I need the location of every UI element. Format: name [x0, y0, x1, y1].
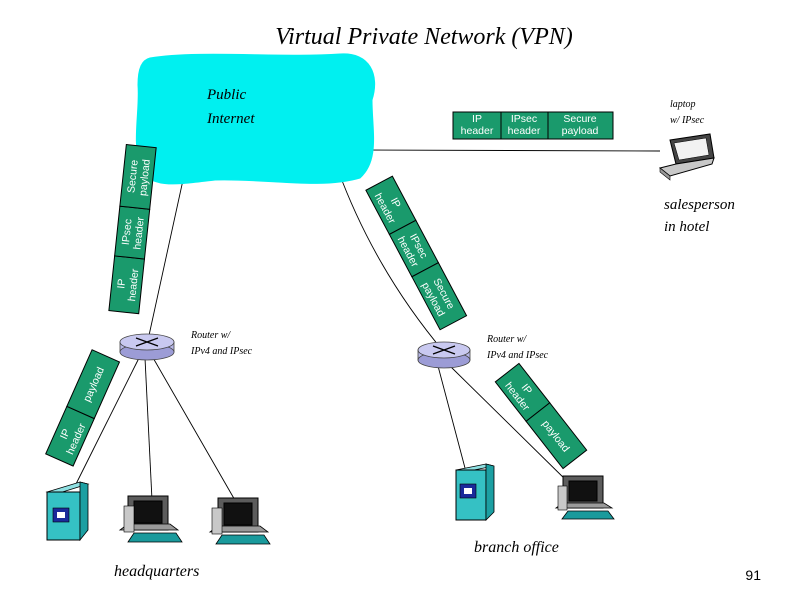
packet-top-ip-text1: IP: [472, 113, 482, 125]
link-branch-router-server: [437, 365, 466, 469]
packet-hq-secure-text1: Secure: [125, 159, 140, 194]
packet-hq-local-ip-text1: IP: [58, 427, 73, 441]
link-cloud-branch-router: [337, 169, 445, 353]
public-internet-cloud: Public Internet: [135, 53, 376, 185]
branch-office-label: branch office: [474, 539, 559, 556]
branch-server-icon: [455, 463, 495, 521]
packet-hq-secure-text2: payload: [137, 159, 153, 197]
link-hq-router-pc2: [151, 355, 237, 503]
packet-hq-ip-text2: header: [126, 268, 141, 302]
packet-top-encrypted: IP header IPsec header Secure payload: [452, 111, 614, 140]
packet-top-ipsec-header: [500, 111, 549, 140]
packet-hq-plain: IP header payload: [45, 349, 121, 467]
router-branch-label-line2: IPv4 and IPsec: [486, 350, 549, 361]
link-hq-router-server: [73, 355, 141, 489]
hq-workstation-2-icon: [208, 497, 271, 545]
cloud-label-line2: Internet: [206, 111, 255, 127]
hq-workstation-1-icon: [118, 495, 183, 543]
router-hq-label-line1: Router w/: [190, 330, 231, 341]
packet-top-secure-payload: [547, 111, 614, 140]
router-hq-icon: [119, 333, 175, 361]
network-links: [73, 147, 661, 503]
branch-workstation-icon: [554, 475, 615, 520]
packet-hq-ip-text1: IP: [115, 278, 128, 289]
salesperson-label-line1: salesperson: [664, 197, 735, 213]
packet-branch-local-payload: [525, 402, 588, 470]
packet-branch-secure-payload: [411, 262, 468, 331]
router-branch-label-line1: Router w/: [486, 334, 527, 345]
laptop-icon: [658, 133, 715, 181]
router-hq-label-line2: IPv4 and IPsec: [190, 346, 253, 357]
packet-top-secure-text1: Secure: [563, 113, 596, 125]
packet-top-secure-text2: payload: [562, 125, 599, 137]
laptop-label-line2: w/ IPsec: [670, 115, 705, 126]
packet-top-ip-header: [452, 111, 502, 140]
headquarters-label: headquarters: [114, 563, 199, 580]
packet-top-ipsec-text1: IPsec: [511, 113, 537, 125]
packet-top-ip-text2: header: [461, 125, 494, 137]
packet-branch-plain: IP header payload: [494, 362, 588, 470]
packet-branch-encrypted: IP header IPsec header Secure payload: [365, 175, 468, 331]
page-number: 91: [745, 567, 761, 583]
diagram-title: Virtual Private Network (VPN): [275, 24, 573, 50]
cloud-label-line1: Public: [206, 87, 246, 103]
link-cloud-laptop: [354, 149, 661, 152]
packet-top-ipsec-text2: header: [508, 125, 541, 137]
hq-server-icon: [45, 481, 90, 542]
laptop-label-line1: laptop: [670, 99, 696, 110]
packet-hq-ipsec-text1: IPsec: [120, 218, 135, 245]
packet-hq-encrypted: IP header IPsec header Secure payload: [108, 143, 157, 315]
packet-hq-ipsec-text2: header: [131, 216, 146, 250]
cloud-shape: [135, 53, 376, 185]
packet-hq-secure-payload: [119, 143, 157, 210]
packet-branch-ip-text1: IP: [388, 196, 403, 210]
salesperson-label-line2: in hotel: [664, 219, 709, 235]
router-branch-icon: [417, 341, 471, 369]
packet-hq-local-payload: [66, 349, 121, 420]
link-hq-router-pc1: [144, 357, 153, 501]
link-branch-router-pc: [449, 365, 573, 487]
